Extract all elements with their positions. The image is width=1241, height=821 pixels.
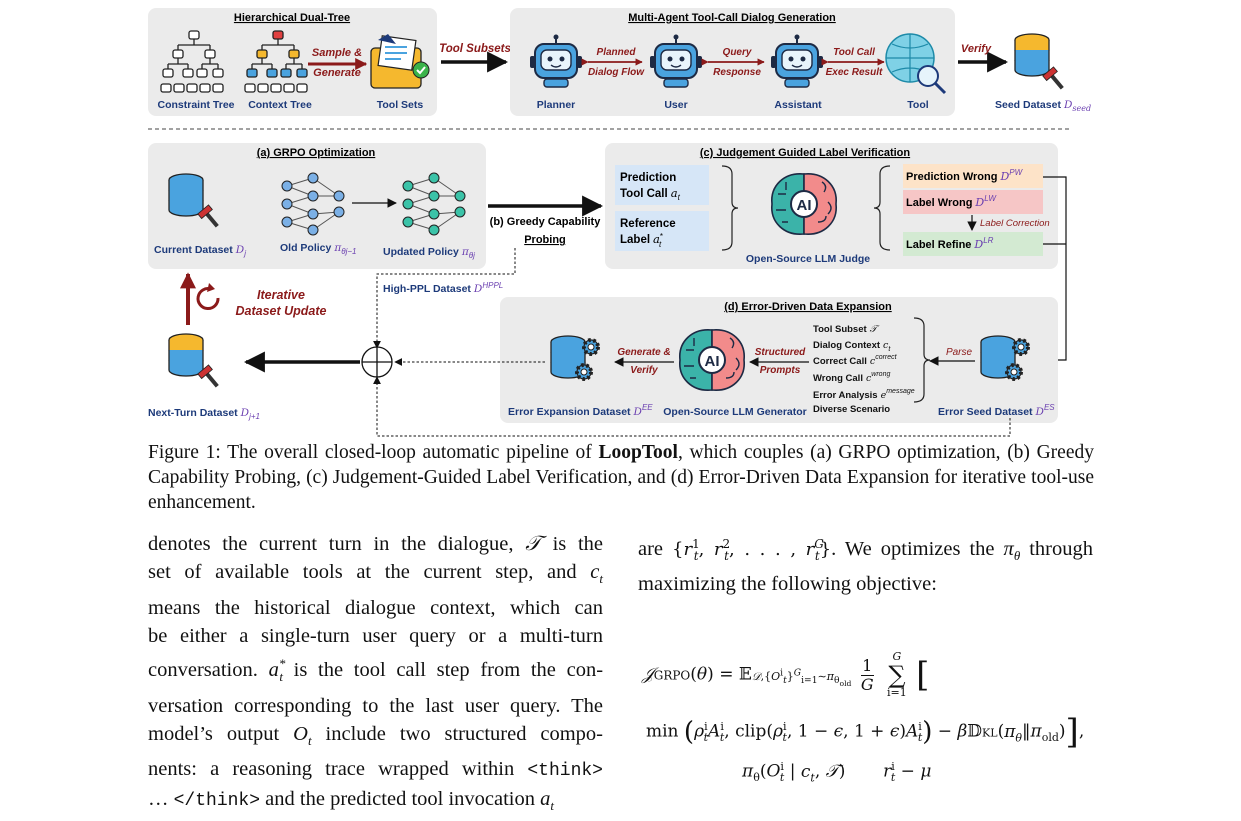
structured-prompts-label-2: Prompts <box>760 365 801 376</box>
tool-subsets-label: Tool Subsets <box>439 43 511 55</box>
label-refine-box <box>903 232 1043 256</box>
left-column: denotes the current turn in the dialogue… <box>148 533 604 814</box>
user-label: User <box>664 99 687 111</box>
plus-circle-icon <box>361 346 393 378</box>
caption-bold: LoopTool <box>598 442 678 463</box>
dialog-generation-title: Multi-Agent Tool-Call Dialog Generation <box>628 12 836 24</box>
greedy-probing-title-1: (b) Greedy Capability <box>490 216 602 228</box>
expansion-panel <box>500 297 1058 423</box>
iterative-label-2: Dataset Update <box>236 304 327 318</box>
left-line-3: means the historical dialogue context, w… <box>148 596 603 619</box>
left-line-5: conversation. <box>148 659 258 682</box>
right-line-2: maximizing the following objective: <box>638 573 937 596</box>
generate-verify-label-1: Generate & <box>617 347 670 358</box>
reference-box <box>615 211 709 251</box>
judge-ai-brain-icon <box>770 172 838 236</box>
caption-label: Figure 1: <box>148 442 221 463</box>
toolset-icon <box>370 34 430 89</box>
dual-tree-title: Hierarchical Dual-Tree <box>234 12 350 24</box>
verify-label: Verify <box>961 43 992 55</box>
updated-policy-icon <box>402 172 466 236</box>
grpo-objective-line-3: πθ(Oit | ct, 𝒯) rit − μ <box>742 760 932 785</box>
left-line-1: denotes the current turn in the dialogue… <box>148 533 514 555</box>
refresh-icon <box>196 283 220 310</box>
generator-label: Open-Source LLM Generator <box>663 406 807 418</box>
tool-call-label: Tool Call <box>833 47 875 58</box>
grpo-objective-line-2: min (ρitAit, clip(ρit, 1 − ϵ, 1 + ϵ)Ait)… <box>646 712 1085 752</box>
left-line-6: versation corresponding to the last user… <box>148 694 603 717</box>
judge-title: (c) Judgement Guided Label Verification <box>700 147 911 159</box>
figure-caption: Figure 1: The overall closed-loop automa… <box>148 440 1094 515</box>
caption-pre: The overall closed-loop automatic pipeli… <box>227 442 592 463</box>
parse-label: Parse <box>946 347 973 358</box>
right-column: are {r1t, r2t, . . . , rGt}. We optimize… <box>638 530 1093 599</box>
left-line-8: nents: a reasoning trace wrapped within <box>148 758 515 781</box>
exec-result-label: Exec Result <box>826 67 883 78</box>
pipeline-figure: AI Hierarchical Dual-Tree Constraint Tre… <box>148 8 1091 437</box>
next-turn-dataset-icon <box>168 333 220 388</box>
old-policy-icon <box>281 172 345 236</box>
planned-label: Planned <box>597 47 637 58</box>
context-tree-icon <box>244 30 308 93</box>
query-label: Query <box>723 47 752 58</box>
left-line-2: set of available tools at the current st… <box>148 561 577 584</box>
judge-label: Open-Source LLM Judge <box>746 253 870 265</box>
sample-generate-label-1: Sample & <box>312 47 362 59</box>
prediction-label-1: Prediction <box>620 172 676 184</box>
left-line-4: be either a single-turn user query or a … <box>148 624 603 647</box>
structured-prompts-label-1: Structured <box>755 347 806 358</box>
assistant-label: Assistant <box>774 99 822 111</box>
response-label: Response <box>713 67 761 78</box>
reference-label-1: Reference <box>620 218 676 230</box>
iterative-label-1: Iterative <box>257 288 305 302</box>
context-tree-label: Context Tree <box>248 99 312 111</box>
dialog-flow-label: Dialog Flow <box>588 67 645 78</box>
tool-label: Tool <box>907 99 928 111</box>
globe-search-icon <box>885 33 947 95</box>
left-line-7: model’s output <box>148 722 280 745</box>
sample-generate-label-2: Generate <box>313 67 361 79</box>
label-wrong-box <box>903 190 1043 214</box>
grpo-title: (a) GRPO Optimization <box>257 147 376 159</box>
right-line-1: are <box>638 538 664 560</box>
expansion-title: (d) Error-Driven Data Expansion <box>724 301 892 313</box>
greedy-probing-title-2: Probing <box>524 234 566 246</box>
prediction-wrong-box <box>903 164 1043 188</box>
constraint-tree-icon <box>160 30 224 93</box>
caption-post: , which couples (a) GRPO optimization, (… <box>148 442 1094 513</box>
generate-verify-label-2: Verify <box>630 365 658 376</box>
prediction-box <box>615 165 709 205</box>
planner-label: Planner <box>537 99 576 111</box>
svg-text:Diverse Scenario: Diverse Scenario <box>813 404 890 415</box>
left-line-9: and the predicted tool invocation <box>265 788 536 811</box>
generator-ai-brain-icon <box>678 328 746 392</box>
grpo-panel <box>148 143 486 269</box>
constraint-tree-label: Constraint Tree <box>157 99 234 111</box>
seed-dataset-icon <box>1014 33 1065 90</box>
tool-sets-label: Tool Sets <box>377 99 424 111</box>
label-correction-label: Label Correction <box>980 218 1050 229</box>
